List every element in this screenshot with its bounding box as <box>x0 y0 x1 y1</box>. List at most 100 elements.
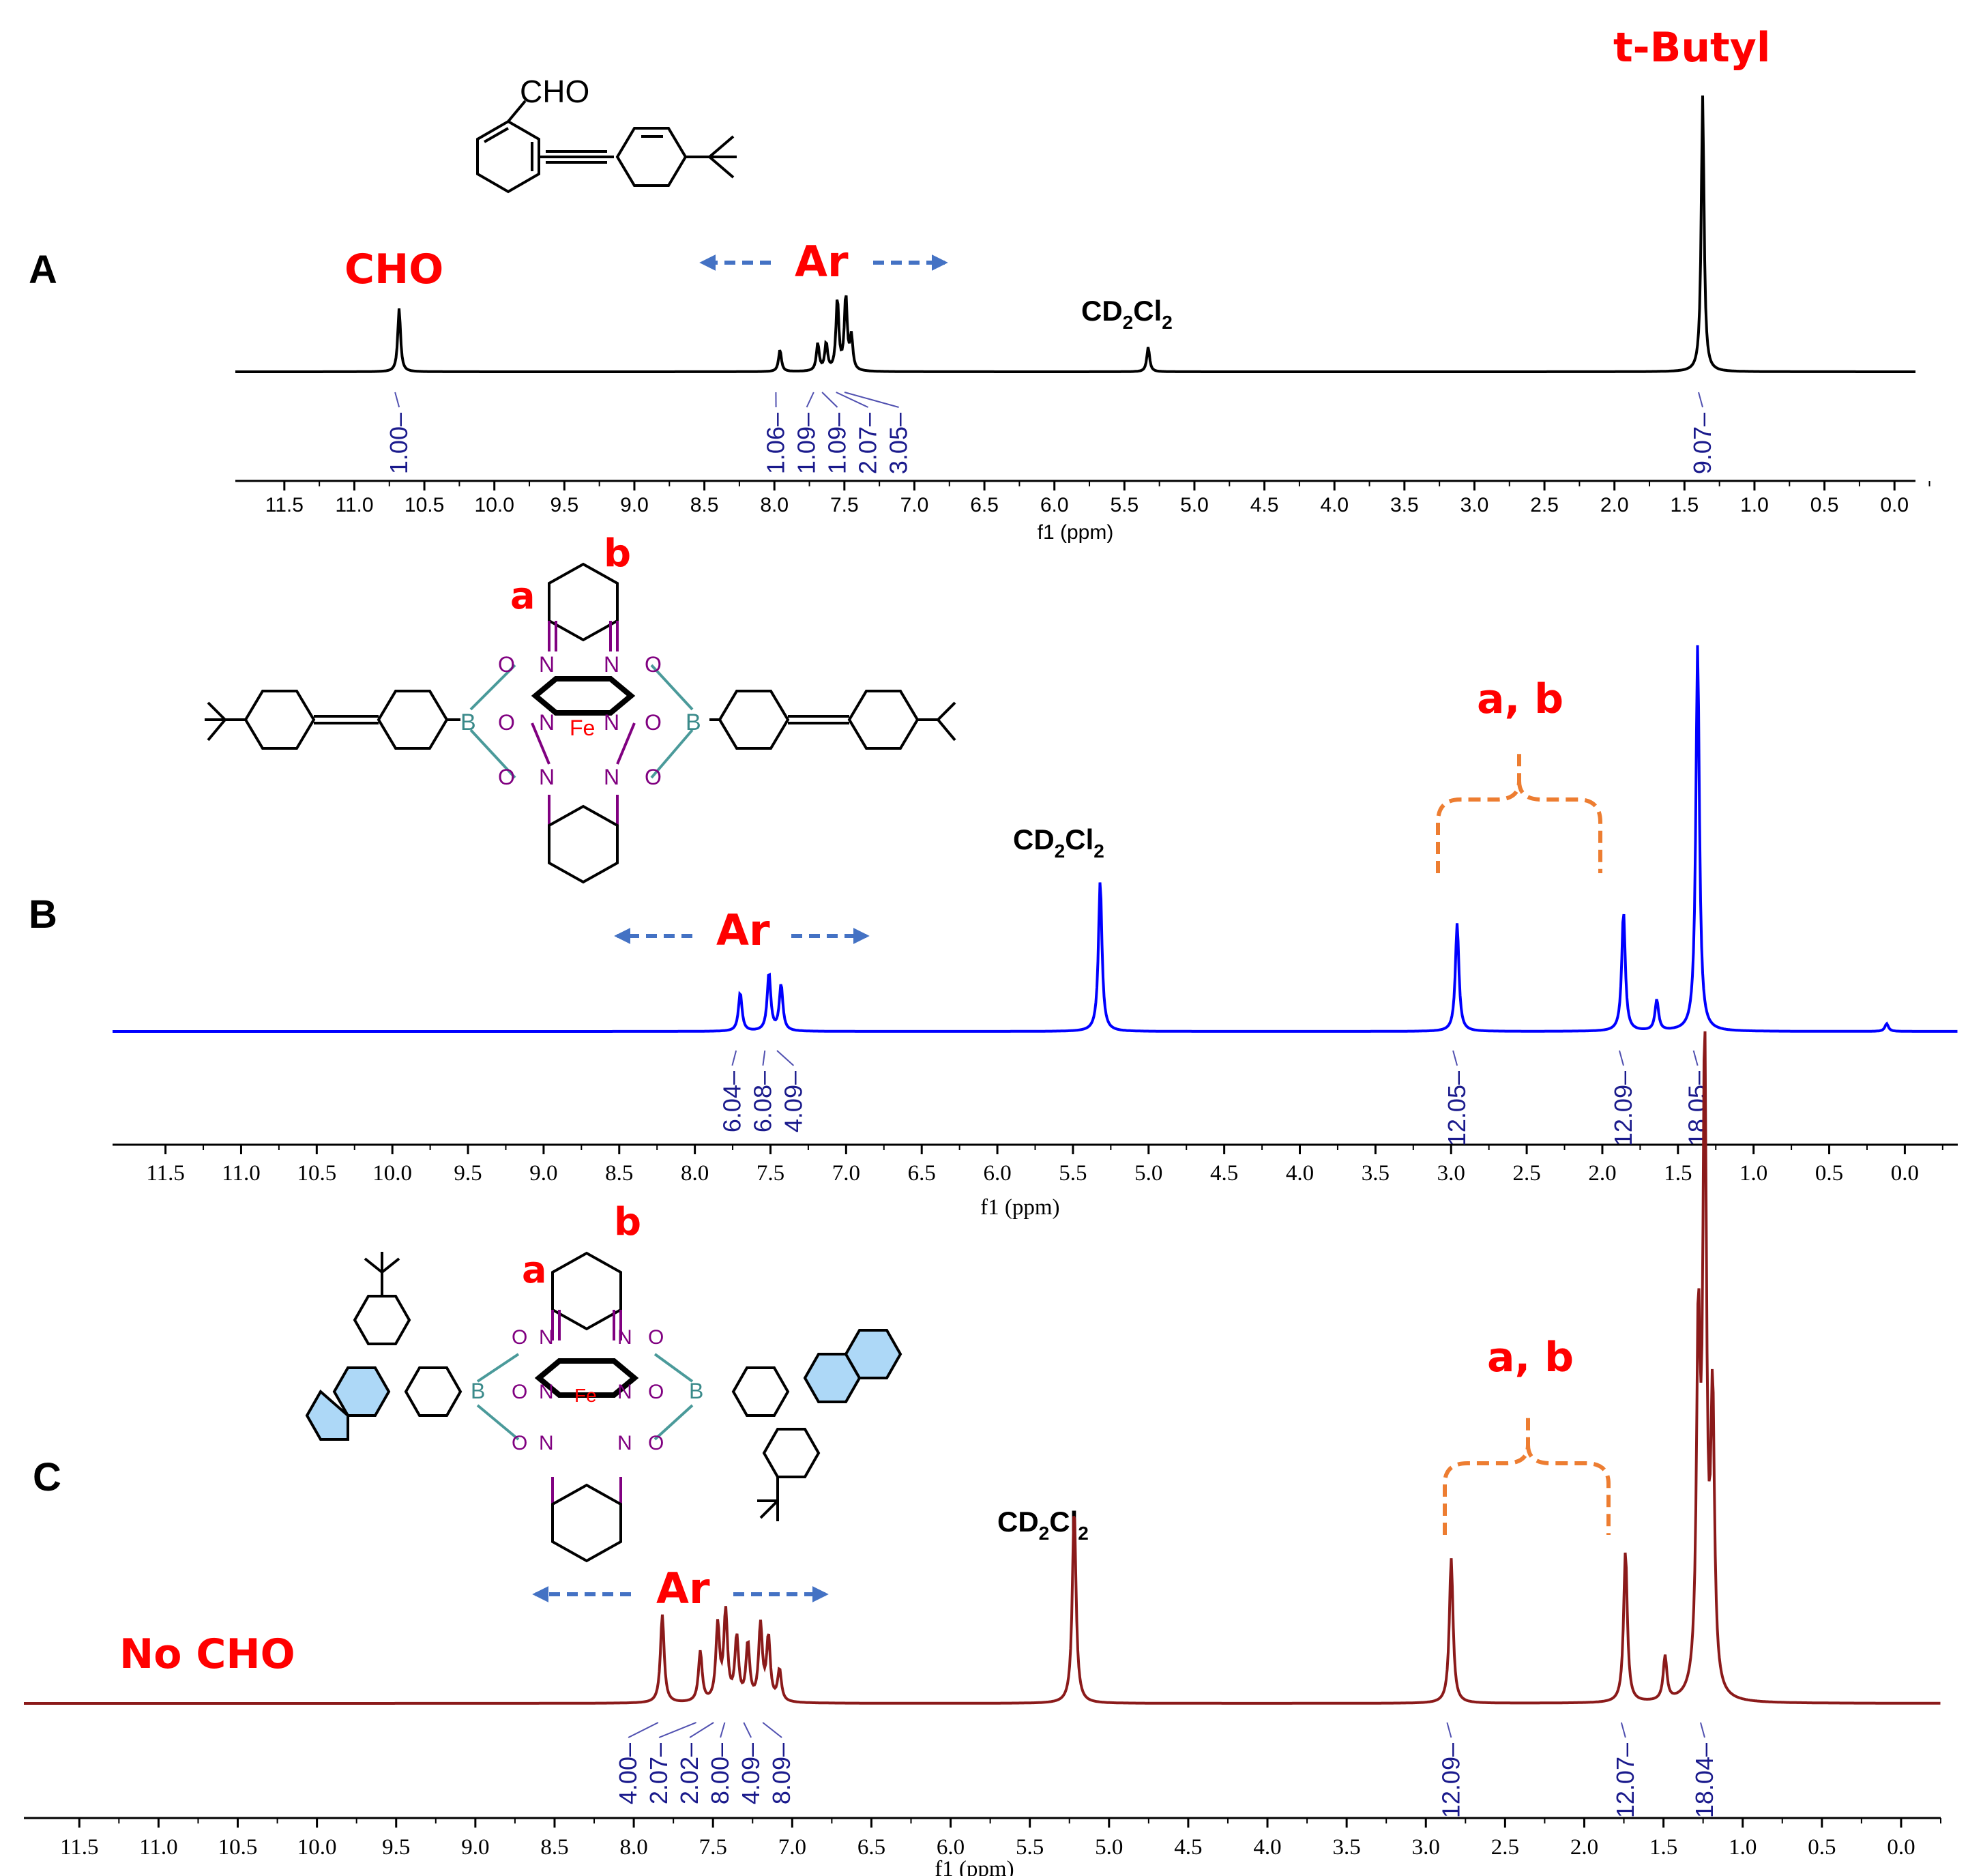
integral-bracket <box>1452 1050 1458 1066</box>
x-tick-label: 11.5 <box>265 494 304 516</box>
x-tick-label: 0.0 <box>1891 1161 1919 1186</box>
x-tick-label: 6.0 <box>937 1835 965 1860</box>
integral-label: 4.00– <box>614 1743 642 1804</box>
svg-text:O: O <box>498 710 515 735</box>
spectrum-trace <box>113 645 1958 1033</box>
svg-text:O: O <box>645 652 662 677</box>
x-tick-label: 8.0 <box>760 494 789 516</box>
integral-label: 8.00– <box>706 1743 734 1804</box>
center-ring-c <box>534 1358 639 1398</box>
integral-bracket <box>776 1050 795 1066</box>
integral-bracket <box>806 392 814 408</box>
right-tbuphenyl-c <box>762 1428 821 1478</box>
right-phenyl-b1 <box>718 690 790 750</box>
x-tick-label: 8.5 <box>540 1835 568 1860</box>
x-tick-label: 1.0 <box>1729 1835 1757 1860</box>
x-tick-label: 5.0 <box>1095 1835 1123 1860</box>
svg-text:O: O <box>645 765 662 789</box>
integral-bracket <box>1619 1050 1624 1066</box>
ar-label-c: Ar <box>656 1564 710 1613</box>
ab-label-c: a, b <box>1487 1334 1574 1381</box>
svg-text:N: N <box>539 652 555 677</box>
x-tick-label: 7.5 <box>757 1161 784 1186</box>
x-tick-label: 0.0 <box>1880 494 1909 516</box>
panel-c: C <box>24 1031 1941 1876</box>
svg-text:N: N <box>604 652 619 677</box>
x-tick-label: 7.0 <box>900 494 929 516</box>
svg-text:O: O <box>648 1381 664 1403</box>
x-tick-label: 2.0 <box>1600 494 1629 516</box>
panel-letter-c: C <box>33 1455 61 1499</box>
x-tick-label: 3.5 <box>1390 494 1419 516</box>
integral-bracket <box>628 1722 659 1738</box>
x-tick-label: 8.5 <box>690 494 719 516</box>
svg-text:N: N <box>539 1381 554 1403</box>
aldehyde-bond <box>507 100 527 123</box>
right-phenyl-b2 <box>847 690 920 750</box>
ab-bracket-b <box>1436 750 1602 873</box>
benzaldehyde-ring <box>476 119 540 194</box>
svg-text:N: N <box>539 1326 554 1349</box>
x-tick-label: 7.5 <box>699 1835 727 1860</box>
integral-bracket <box>394 392 400 408</box>
integral-bracket <box>743 1722 752 1738</box>
svg-text:O: O <box>512 1432 527 1454</box>
left-naphth-c2 <box>305 1389 349 1441</box>
x-tick-label: 5.0 <box>1180 494 1209 516</box>
svg-text:O: O <box>512 1326 527 1349</box>
x-tick-label: 4.0 <box>1253 1835 1281 1860</box>
top-cyclohexane-c <box>551 1251 622 1331</box>
molecule-a <box>476 100 737 194</box>
no-cho-label: No CHO <box>119 1630 295 1678</box>
x-axis-label: f1 (ppm) <box>935 1857 1014 1876</box>
x-tick-label: 5.5 <box>1059 1161 1087 1186</box>
integral-label: 9.07– <box>1688 413 1716 474</box>
label-b-c: b <box>614 1200 641 1244</box>
svg-text:N: N <box>617 1432 632 1454</box>
x-tick-label: 2.5 <box>1530 494 1559 516</box>
left-naphth-c1 <box>332 1366 391 1417</box>
integral-bracket <box>1698 392 1703 408</box>
center-ring-b <box>531 676 636 716</box>
integral-label: 6.04– <box>718 1071 746 1132</box>
x-tick-label: 3.5 <box>1362 1161 1390 1186</box>
bottom-cyclohexane-c <box>551 1483 622 1563</box>
x-tick-label: 10.5 <box>218 1835 258 1860</box>
x-tick-label: 4.0 <box>1320 494 1349 516</box>
x-tick-label: 11.5 <box>60 1835 99 1860</box>
spectrum-trace <box>24 1031 1941 1705</box>
label-a-c: a <box>522 1248 546 1291</box>
x-tick-label: 11.0 <box>222 1161 261 1186</box>
svg-text:O: O <box>498 765 515 789</box>
integral-label: 2.07– <box>854 413 882 474</box>
boron-right-c: B <box>689 1379 703 1403</box>
left-tbuphenyl-c <box>353 1295 411 1345</box>
x-tick-label: 3.0 <box>1460 494 1489 516</box>
ab-label-b: a, b <box>1477 675 1563 723</box>
svg-text:N: N <box>539 710 555 735</box>
integral-label: 12.05– <box>1443 1071 1471 1146</box>
bottom-cyclohexane-b <box>548 804 619 884</box>
molecule-c <box>305 1251 902 1563</box>
integral-bracket <box>762 1050 766 1066</box>
x-tick-label: 5.5 <box>1110 494 1139 516</box>
integral-bracket <box>689 1722 714 1738</box>
left-phenyl-b2 <box>244 690 316 750</box>
integral-bracket <box>844 392 899 408</box>
integral-bracket <box>658 1722 697 1738</box>
left-phenyl-c <box>404 1366 462 1417</box>
integral-label: 12.07– <box>1611 1743 1639 1818</box>
left-phenyl-b1 <box>377 690 449 750</box>
x-tick-label: 4.5 <box>1174 1835 1202 1860</box>
integral-bracket <box>1692 1050 1699 1066</box>
x-tick-label: 0.0 <box>1887 1835 1915 1860</box>
x-tick-label: 9.0 <box>620 494 649 516</box>
x-tick-label: 3.5 <box>1333 1835 1361 1860</box>
x-tick-label: 10.5 <box>297 1161 336 1186</box>
integral-label: 3.05– <box>885 413 913 474</box>
integral-label: 1.00– <box>385 413 413 474</box>
